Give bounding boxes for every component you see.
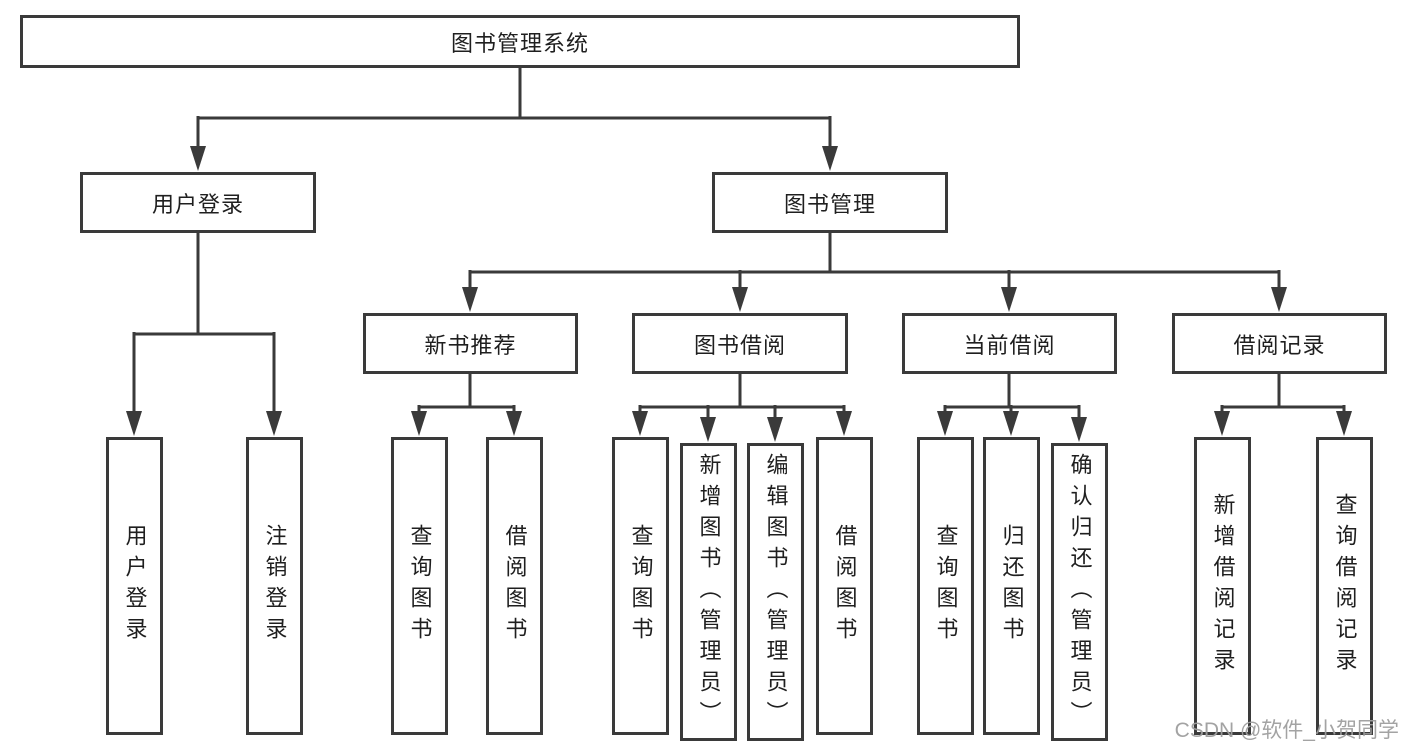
leaf-logout: 注销登录 [246,437,303,735]
leaf-confirm-return-admin: 确认归还（管理员） [1051,443,1108,741]
node-book-management: 图书管理 [712,172,948,233]
node-current-borrowing-label: 当前借阅 [963,332,1056,358]
node-user-login-label: 用户登录 [151,191,244,217]
leaf-add-borrow-record-label: 新增借阅记录 [1210,493,1236,679]
arrowheads [126,146,1352,442]
leaf-query-books-1-label: 查询图书 [407,524,433,648]
leaf-return-books: 归还图书 [983,437,1040,735]
leaf-add-books-admin: 新增图书（管理员） [680,443,737,741]
leaf-logout-label: 注销登录 [262,524,288,648]
node-root: 图书管理系统 [20,15,1020,68]
leaf-return-books-label: 归还图书 [999,524,1025,648]
leaf-user-login: 用户登录 [106,437,163,735]
node-book-management-label: 图书管理 [783,191,876,217]
leaf-query-books-3: 查询图书 [917,437,974,735]
node-root-label: 图书管理系统 [450,30,589,56]
leaf-query-books-3-label: 查询图书 [933,524,959,648]
node-borrow-records: 借阅记录 [1172,313,1387,374]
leaf-borrow-books-1-label: 借阅图书 [502,524,528,648]
node-new-book-recommend-label: 新书推荐 [424,332,517,358]
leaf-borrow-books-2-label: 借阅图书 [832,524,858,648]
node-book-borrowing: 图书借阅 [632,313,848,374]
leaf-edit-books-admin: 编辑图书（管理员） [747,443,804,741]
connector-lines [132,68,1346,421]
leaf-borrow-books-1: 借阅图书 [486,437,543,735]
node-borrow-records-label: 借阅记录 [1233,332,1326,358]
node-new-book-recommend: 新书推荐 [363,313,578,374]
leaf-borrow-books-2: 借阅图书 [816,437,873,735]
leaf-edit-books-admin-label: 编辑图书（管理员） [763,452,789,732]
csdn-watermark: CSDN @软件_小贺同学 [1174,719,1399,742]
node-book-borrowing-label: 图书借阅 [693,332,786,358]
leaf-user-login-label: 用户登录 [122,524,148,648]
leaf-query-books-1: 查询图书 [391,437,448,735]
leaf-add-borrow-record: 新增借阅记录 [1194,437,1251,735]
leaf-query-books-2-label: 查询图书 [628,524,654,648]
leaf-query-borrow-record: 查询借阅记录 [1316,437,1373,735]
leaf-query-borrow-record-label: 查询借阅记录 [1332,493,1358,679]
node-current-borrowing: 当前借阅 [902,313,1117,374]
leaf-confirm-return-admin-label: 确认归还（管理员） [1067,452,1093,732]
node-user-login: 用户登录 [80,172,316,233]
leaf-add-books-admin-label: 新增图书（管理员） [696,452,722,732]
leaf-query-books-2: 查询图书 [612,437,669,735]
